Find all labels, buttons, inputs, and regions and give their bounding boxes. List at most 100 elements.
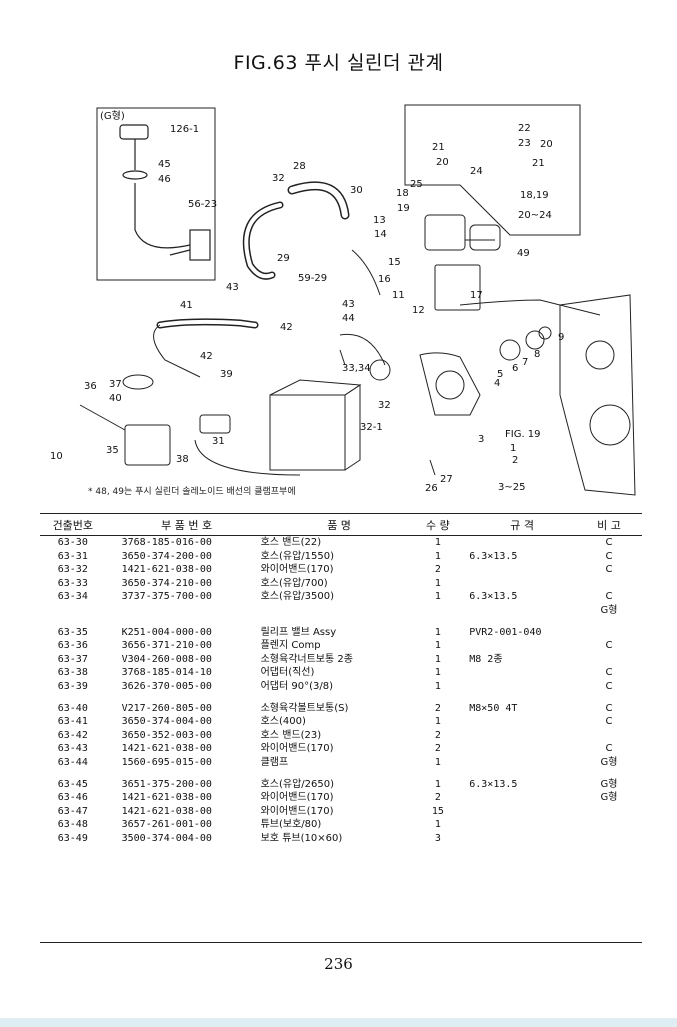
- cell-qty: 1: [434, 591, 441, 603]
- cell-part-name: 보호 튜브(10×60): [260, 832, 343, 844]
- callout-label: 21: [432, 142, 445, 153]
- cell-ref-no: 63-48: [57, 819, 88, 831]
- cell-remarks: C: [605, 680, 613, 692]
- cell-part-name: 소형육각볼트보통(S): [260, 702, 349, 714]
- cell-qty: 1: [434, 667, 441, 679]
- inset-box-solenoid: [404, 104, 581, 236]
- cell-qty: 1: [434, 537, 441, 548]
- cell-part-no: 3768-185-016-00: [121, 537, 212, 548]
- cell-spec: [457, 805, 576, 819]
- callout-label: 19: [397, 203, 410, 214]
- cell-remarks: C: [605, 640, 613, 652]
- callout-label: 4: [494, 378, 500, 389]
- group-spacer: [40, 770, 642, 778]
- cell-ref-no: 63-49: [57, 832, 88, 844]
- cell-part-name: 호스 밴드(23): [260, 729, 322, 741]
- cell-remarks: G형: [600, 604, 618, 616]
- cell-spec: [457, 756, 576, 770]
- callout-label: 6: [512, 363, 518, 374]
- col-header-part-name: 품 명: [252, 515, 419, 536]
- cell-qty: 1: [434, 778, 441, 790]
- callout-label: 20~24: [518, 210, 552, 221]
- cell-part-name: 어댑터 90°(3/8): [260, 680, 334, 692]
- cell-part-no: V217-260-805-00: [121, 702, 212, 714]
- cell-remarks: [576, 729, 642, 743]
- callout-label: 46: [158, 174, 171, 185]
- cell-part-no: 3500-374-004-00: [121, 832, 212, 844]
- cell-qty: 1: [434, 819, 441, 831]
- cell-remarks: C: [605, 550, 613, 562]
- cell-ref-no: 63-35: [57, 626, 88, 638]
- cell-qty: 1: [434, 680, 441, 692]
- callout-label: 20: [540, 139, 553, 150]
- callout-label: 56-23: [188, 199, 217, 210]
- cell-part-name: 와이어밴드(170): [260, 805, 334, 817]
- callout-label: 2: [512, 455, 518, 466]
- cell-ref-no: 63-37: [57, 653, 88, 665]
- callout-label: 21: [532, 158, 545, 169]
- callout-label: 11: [392, 290, 405, 301]
- cell-remarks: C: [605, 564, 613, 576]
- cell-spec: [457, 729, 576, 743]
- callout-label: 42: [280, 322, 293, 333]
- cell-part-name: 호스(유압/1550): [260, 550, 335, 562]
- cell-part-no: 1560-695-015-00: [121, 756, 212, 768]
- cell-spec: PVR2-001-040: [469, 626, 542, 638]
- group-spacer: [40, 694, 642, 702]
- callout-label: 16: [378, 274, 391, 285]
- cell-spec: M8 2종: [469, 653, 503, 665]
- callout-label: 28: [293, 161, 306, 172]
- table-top-rule: [40, 513, 642, 514]
- scan-edge-band: [0, 1018, 677, 1027]
- cell-part-no: V304-260-008-00: [121, 653, 212, 665]
- cell-part-no: [106, 604, 253, 618]
- cell-qty: 15: [431, 805, 444, 817]
- callout-label: 31: [212, 436, 225, 447]
- cell-part-name: 소형육각너트보통 2종: [260, 653, 353, 665]
- table-row: G형: [40, 604, 642, 618]
- callout-label: 126-1: [170, 124, 199, 135]
- callout-label: 3~25: [498, 482, 525, 493]
- callout-label: 14: [374, 229, 387, 240]
- cell-part-name: 호스(400): [260, 716, 306, 728]
- callout-label: 10: [50, 451, 63, 462]
- callout-label: FIG. 19: [505, 429, 541, 440]
- callout-label: 44: [342, 313, 355, 324]
- cell-qty: 1: [434, 716, 441, 728]
- col-header-part-no: 부 품 번 호: [105, 515, 253, 536]
- cell-qty: 1: [434, 756, 441, 768]
- cell-remarks: G형: [600, 778, 618, 790]
- page-number: 236: [324, 955, 353, 973]
- col-header-remarks: 비 고: [576, 515, 642, 536]
- cell-spec: [457, 680, 576, 694]
- cell-remarks: [576, 818, 642, 832]
- cell-part-no: 1421-621-038-00: [121, 743, 212, 755]
- callout-label: 32: [272, 173, 285, 184]
- callout-label: 35: [106, 445, 119, 456]
- cell-qty: 2: [434, 729, 441, 741]
- cell-spec: [457, 604, 576, 618]
- callout-label: 8: [534, 349, 540, 360]
- callout-label: 13: [373, 215, 386, 226]
- cell-spec: [457, 577, 576, 591]
- cell-spec: [457, 791, 576, 805]
- cell-remarks: [576, 805, 642, 819]
- cell-part-no: 3650-374-004-00: [121, 716, 212, 728]
- cell-qty: 2: [434, 702, 441, 714]
- table-header-row: 건출번호 부 품 번 호 품 명 수 량 규 격 비 고: [40, 515, 642, 536]
- cell-ref-no: 63-36: [57, 640, 88, 652]
- cell-ref-no: 63-38: [57, 667, 88, 679]
- cell-part-no: 3656-371-210-00: [121, 640, 212, 652]
- cell-ref-no: 63-33: [57, 577, 88, 589]
